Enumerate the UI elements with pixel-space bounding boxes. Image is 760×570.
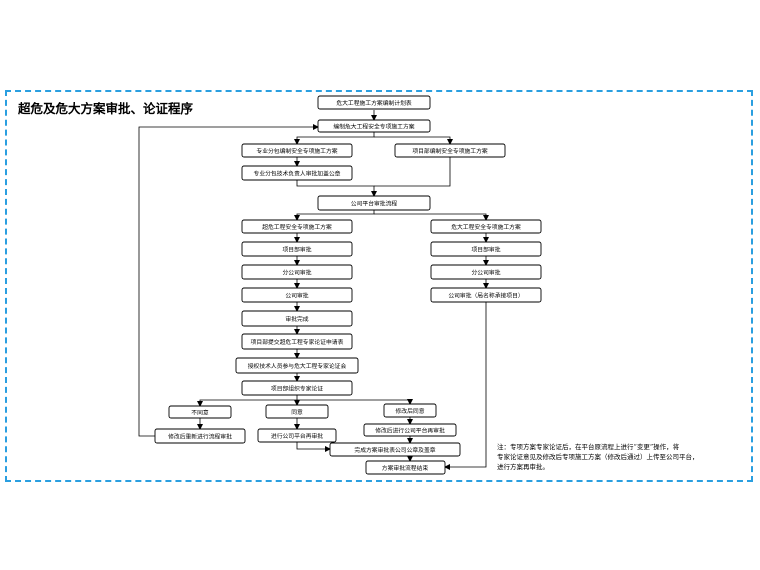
svg-text:项目部提交超危工程专家论证申请表: 项目部提交超危工程专家论证申请表 bbox=[251, 338, 344, 346]
node-company-approval-right: 公司审批（局名称承接项目） bbox=[430, 287, 542, 303]
svg-text:项目部编制安全专项施工方案: 项目部编制安全专项施工方案 bbox=[412, 147, 488, 155]
node-organize-review: 项目部组织专家论证 bbox=[241, 380, 353, 396]
svg-text:专业分包技术负责人审批加盖公章: 专业分包技术负责人审批加盖公章 bbox=[254, 169, 341, 177]
node-subcontractor-plan: 专业分包编制安全专项施工方案 bbox=[241, 143, 353, 158]
svg-text:公司审批（局名称承接项目）: 公司审批（局名称承接项目） bbox=[448, 291, 523, 299]
footnote-line: 进行方案再审批。 bbox=[497, 463, 549, 471]
svg-text:不同意: 不同意 bbox=[191, 408, 209, 416]
svg-text:危大工程安全专项施工方案: 危大工程安全专项施工方案 bbox=[451, 223, 521, 231]
footnote-line: 注：专项方案专家论证后，在平台原流程上进行“变更”操作，将 bbox=[497, 443, 680, 451]
footnote: 注：专项方案专家论证后，在平台原流程上进行“变更”操作，将 专家论证意见及修改后… bbox=[497, 442, 741, 472]
node-branch-approval-right: 分公司审批 bbox=[430, 264, 542, 280]
node-reapproval: 进行公司平台再审批 bbox=[257, 428, 337, 443]
node-plan-schedule: 危大工程施工方案编制计划表 bbox=[317, 95, 431, 110]
svg-text:危大工程施工方案编制计划表: 危大工程施工方案编制计划表 bbox=[336, 99, 412, 107]
svg-text:编制危大工程安全专项施工方案: 编制危大工程安全专项施工方案 bbox=[333, 122, 414, 130]
svg-text:修改后重新进行流程审批: 修改后重新进行流程审批 bbox=[168, 432, 232, 440]
page-title: 超危及危大方案审批、论证程序 bbox=[18, 101, 194, 116]
node-company-approval: 公司审批 bbox=[241, 287, 353, 303]
svg-text:专业分包编制安全专项施工方案: 专业分包编制安全专项施工方案 bbox=[256, 147, 337, 155]
svg-text:同意: 同意 bbox=[291, 408, 303, 416]
svg-text:公司平台审批流程: 公司平台审批流程 bbox=[351, 199, 398, 207]
svg-text:公司审批: 公司审批 bbox=[285, 291, 308, 299]
node-hazard-plan: 危大工程安全专项施工方案 bbox=[430, 219, 542, 234]
node-agree: 同意 bbox=[265, 404, 329, 419]
node-subcontractor-approval: 专业分包技术负责人审批加盖公章 bbox=[241, 165, 353, 181]
node-seal-complete: 完成方案审批表公司公章及盖章 bbox=[329, 442, 461, 457]
svg-text:分公司审批: 分公司审批 bbox=[283, 268, 312, 276]
node-branch-approval: 分公司审批 bbox=[241, 264, 353, 280]
node-super-hazard-plan: 超危工程安全专项施工方案 bbox=[241, 219, 353, 234]
connectors bbox=[138, 110, 489, 470]
svg-text:审批完成: 审批完成 bbox=[285, 315, 308, 323]
node-expert-meeting: 授权技术人员参与危大工程专家论证会 bbox=[235, 357, 359, 374]
node-project-approval: 项目部审批 bbox=[241, 241, 353, 257]
node-disagree: 不同意 bbox=[168, 405, 232, 419]
node-prepare-plan: 编制危大工程安全专项施工方案 bbox=[317, 119, 431, 133]
node-project-approval-right: 项目部审批 bbox=[430, 241, 542, 257]
svg-text:项目部审批: 项目部审批 bbox=[283, 245, 312, 253]
node-project-dept-plan: 项目部编制安全专项施工方案 bbox=[394, 143, 506, 158]
node-agree-after-revision: 修改后同意 bbox=[383, 403, 437, 418]
svg-text:完成方案审批表公司公章及盖章: 完成方案审批表公司公章及盖章 bbox=[354, 446, 435, 454]
svg-text:分公司审批: 分公司审批 bbox=[472, 268, 501, 276]
svg-text:进行公司平台再审批: 进行公司平台再审批 bbox=[271, 432, 323, 440]
node-process-end: 方案审批流程结束 bbox=[365, 460, 446, 475]
svg-text:方案审批流程结束: 方案审批流程结束 bbox=[382, 464, 429, 472]
footnote-line: 专家论证意见及修改后专项施工方案（修改后通过）上传至公司平台， bbox=[497, 453, 699, 461]
node-approval-complete: 审批完成 bbox=[241, 310, 353, 327]
svg-text:项目部审批: 项目部审批 bbox=[472, 245, 501, 253]
svg-text:项目部组织专家论证: 项目部组织专家论证 bbox=[271, 384, 323, 392]
dashed-frame bbox=[5, 90, 753, 482]
node-revised-reapproval: 修改后进行公司平台再审批 bbox=[363, 423, 457, 437]
svg-text:修改后进行公司平台再审批: 修改后进行公司平台再审批 bbox=[375, 426, 445, 434]
node-revise-restart: 修改后重新进行流程审批 bbox=[154, 428, 246, 444]
svg-text:修改后同意: 修改后同意 bbox=[396, 407, 425, 415]
node-platform-approval: 公司平台审批流程 bbox=[317, 195, 431, 211]
node-expert-review-application: 项目部提交超危工程专家论证申请表 bbox=[241, 333, 353, 350]
svg-text:超危工程安全专项施工方案: 超危工程安全专项施工方案 bbox=[262, 223, 332, 231]
svg-text:授权技术人员参与危大工程专家论证会: 授权技术人员参与危大工程专家论证会 bbox=[248, 362, 347, 370]
